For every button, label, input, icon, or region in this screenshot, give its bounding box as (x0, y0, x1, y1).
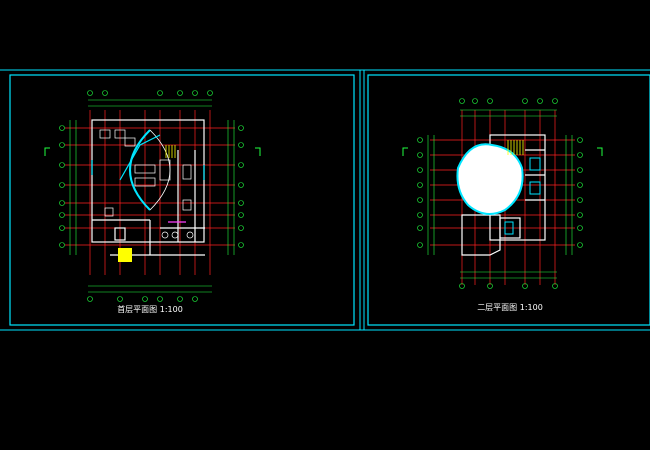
furniture (99, 129, 194, 239)
yellow-fill-block (118, 248, 132, 262)
section-markers (44, 147, 261, 156)
fixtures (504, 157, 541, 235)
stair (507, 140, 524, 155)
sheet-2-border (367, 74, 650, 326)
ground-floor-plan: 首层平面图 1:100 (44, 90, 261, 314)
circular-void (456, 143, 524, 215)
second-floor-plan: 二层平面图 1:100 (402, 98, 603, 312)
stair (165, 145, 176, 158)
door-accents (91, 160, 205, 223)
ground-floor-caption: 首层平面图 1:100 (117, 304, 183, 314)
walls (91, 119, 205, 256)
dimension-lines (59, 90, 244, 302)
second-floor-caption: 二层平面图 1:100 (477, 303, 543, 312)
dimension-lines (417, 98, 583, 289)
axis-grid (430, 110, 575, 285)
section-markers (402, 147, 603, 156)
sheet-1-border (9, 74, 355, 326)
drawing-frame (0, 69, 650, 331)
